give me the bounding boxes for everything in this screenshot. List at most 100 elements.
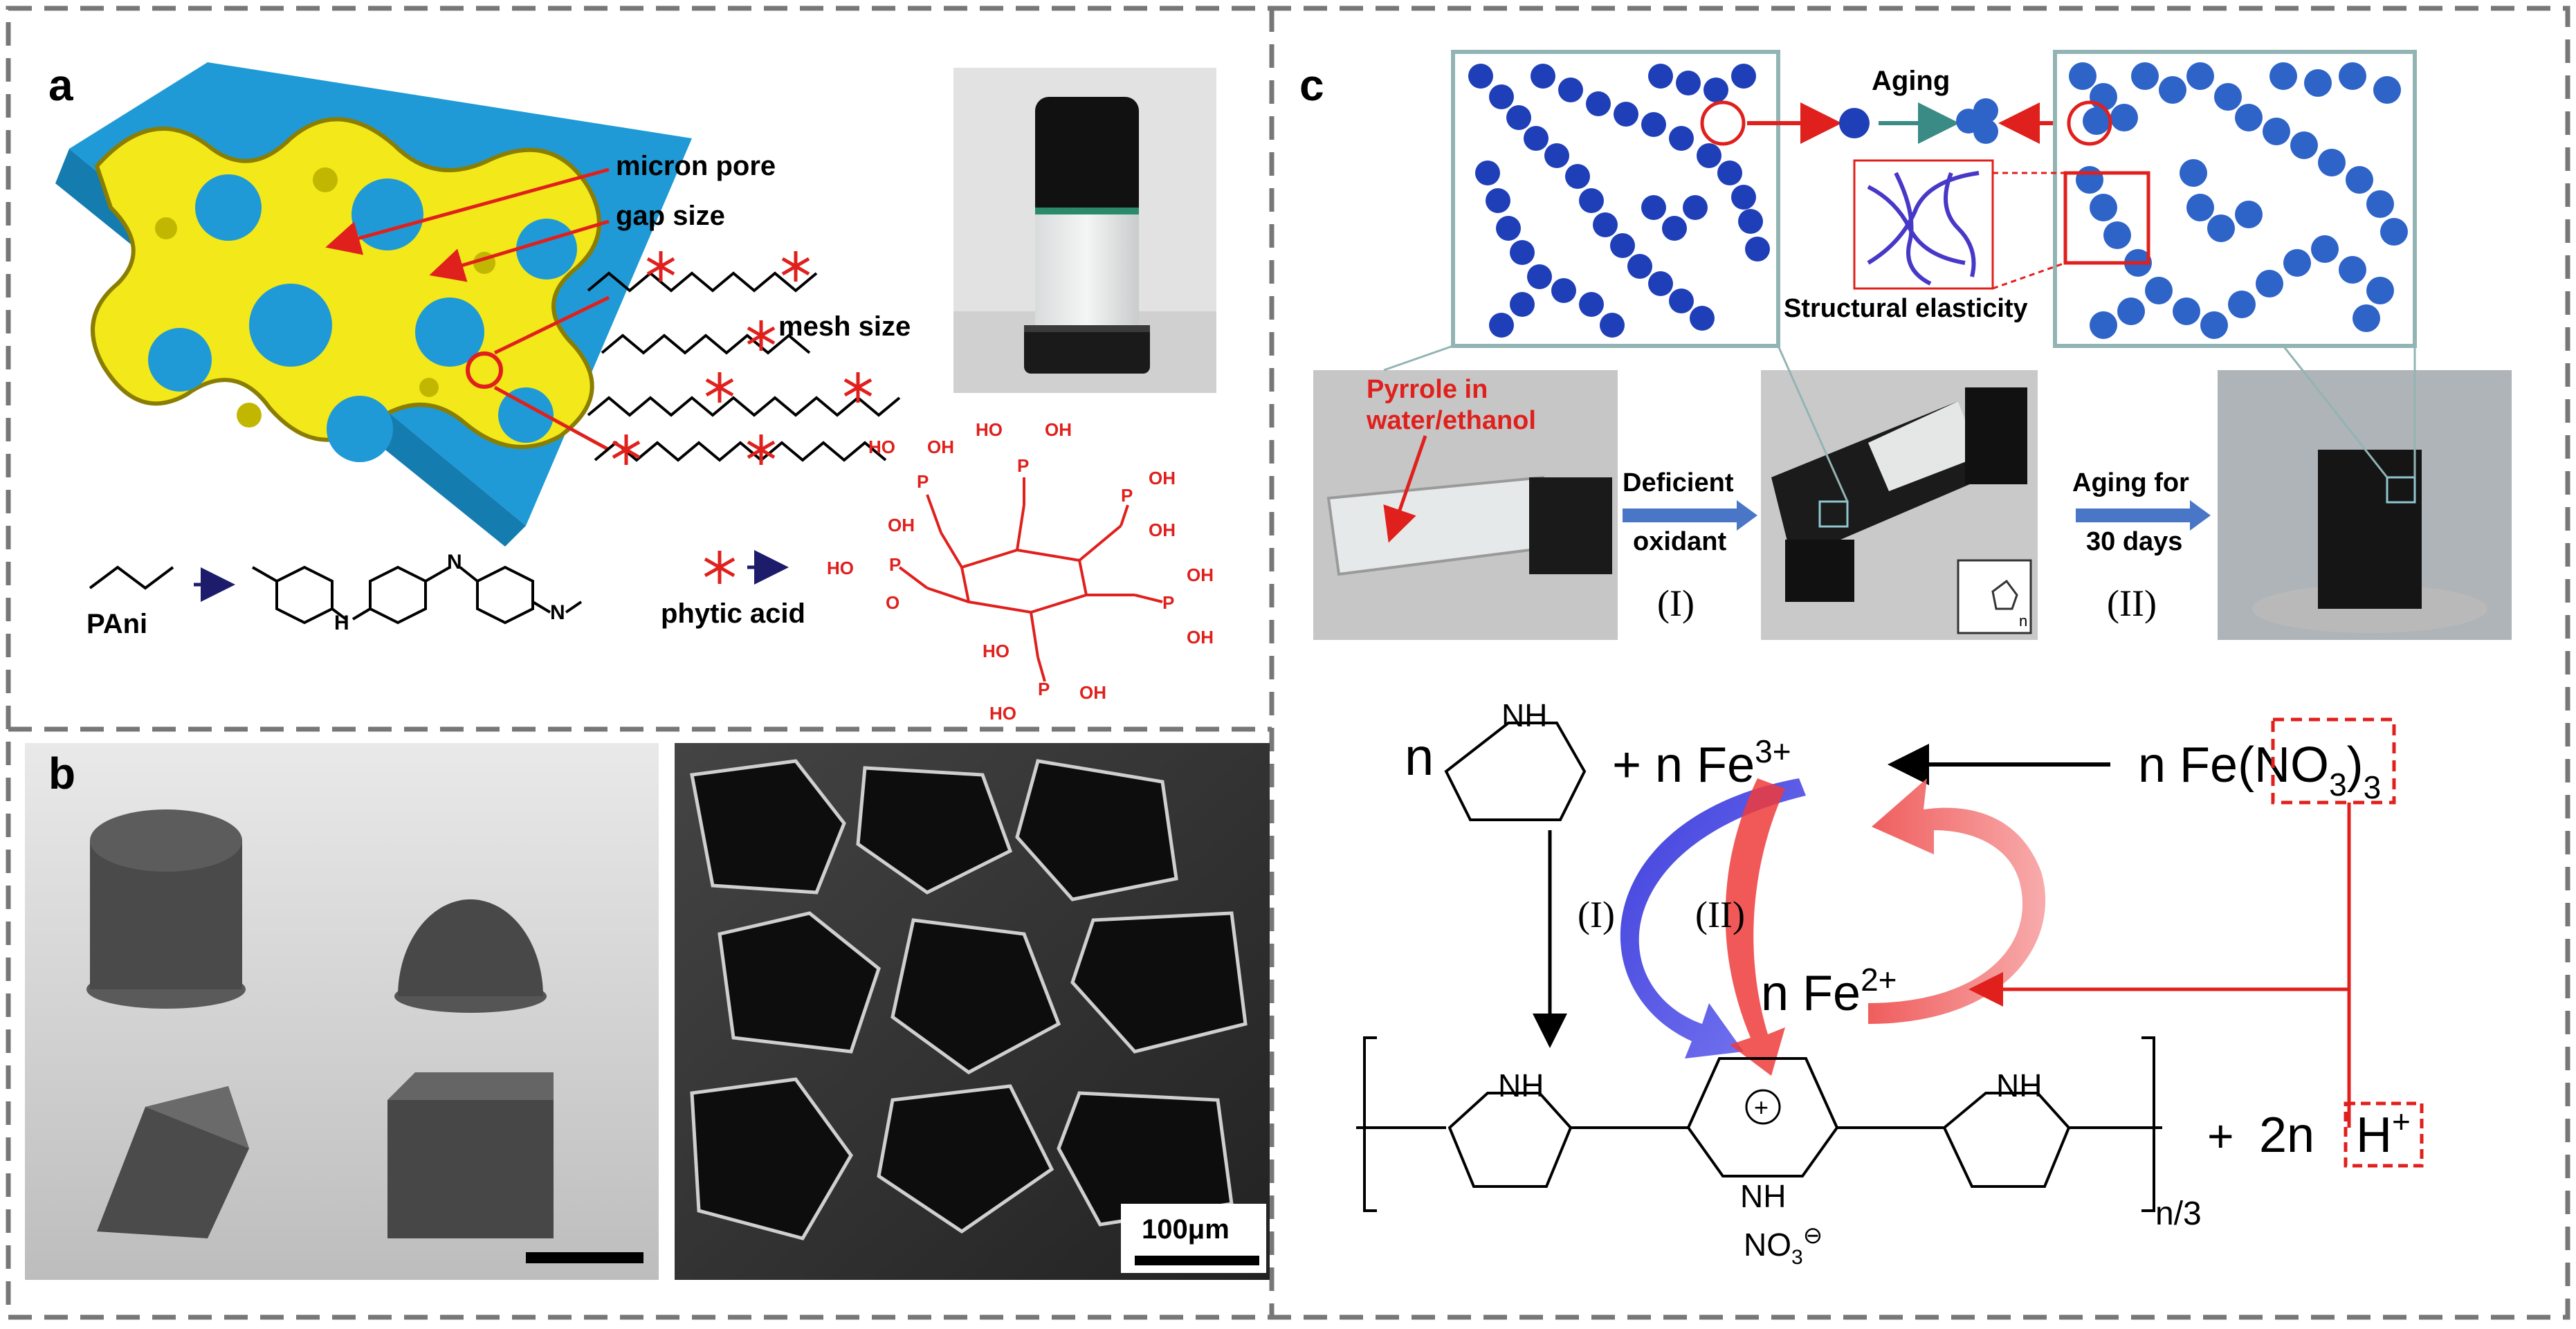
network-right-zoom-box: [2063, 171, 2150, 265]
label-step-2: (II): [2107, 583, 2157, 624]
phytic-o-1: O: [886, 592, 899, 613]
network-left-highlight: [1700, 100, 1746, 146]
elasticity-chains: [1867, 171, 1980, 286]
arrow-label-i: (I): [1578, 894, 1615, 935]
nitrate-counterion: NO3⊖: [1744, 1222, 1823, 1269]
gel-zoom-marker-1: [1818, 500, 1849, 528]
phytic-star-legend: [704, 551, 736, 584]
repeat-n-over-3: n/3: [2155, 1195, 2202, 1232]
arrow-label-ii: (II): [1695, 894, 1745, 935]
pyrrole-unit-3: [1942, 1092, 2071, 1188]
phytic-oh-4: OH: [1149, 520, 1176, 540]
arrow-step-2: [2076, 500, 2211, 531]
label-pyrrole-line2: water/ethanol: [1366, 406, 1536, 435]
unit2-nh: NH: [1740, 1178, 1786, 1214]
unit1-nh: NH: [1498, 1067, 1544, 1103]
pani-imine-n: N: [447, 551, 462, 574]
phytic-oh-5: OH: [888, 515, 915, 535]
label-structural-elasticity: Structural elasticity: [1784, 294, 2028, 323]
phytic-p-3: P: [1121, 485, 1133, 506]
label-gap-size: gap size: [616, 201, 725, 231]
phytic-oh-1: OH: [927, 437, 954, 457]
panel-a-letter: a: [48, 60, 73, 110]
pani-structure: [89, 565, 583, 625]
network-left-beads: [1468, 64, 1770, 338]
gel-shapes: [86, 809, 554, 1238]
bracket-left: [1363, 1036, 1377, 1212]
label-aging-for: Aging for: [2072, 468, 2189, 497]
crosslink-stars: [612, 251, 873, 465]
proton: H+: [2356, 1103, 2411, 1163]
two-n: 2n: [2259, 1108, 2314, 1163]
elasticity-inset: [1853, 159, 1994, 290]
phytic-oh-8: OH: [1079, 682, 1106, 703]
curved-arrow-red: [1725, 778, 1785, 1076]
arrow-step-1: [1623, 500, 1757, 531]
label-oxidant: oxidant: [1633, 527, 1726, 556]
label-phytic-acid: phytic acid: [661, 598, 805, 629]
label-pani: PAni: [86, 609, 147, 639]
curved-arrow-pink: [1868, 778, 2046, 1024]
mesh-highlight-circle: [466, 351, 503, 389]
pyrrole-nh: NH: [1501, 697, 1547, 733]
sem-scalebar: [1135, 1256, 1259, 1265]
phytic-oh-3: OH: [1149, 468, 1176, 488]
sem-scalebar-label: 100μm: [1142, 1214, 1230, 1245]
plus-n-fe3: + n Fe3+: [1612, 733, 1791, 793]
proton-highlight-box: [2344, 1101, 2424, 1168]
phytic-p-6: P: [1038, 679, 1050, 699]
phytic-labels: HO OH P HO OH P OH P OH OH HO P O P OH O…: [827, 419, 1214, 724]
panel-b-letter: b: [48, 749, 75, 798]
cation-sign: +: [1754, 1093, 1769, 1121]
label-mesh-size: mesh size: [778, 311, 911, 342]
gel-zoom-marker-2: [2386, 476, 2416, 504]
label-pyrrole-line1: Pyrrole in: [1367, 375, 1488, 404]
nitrate-highlight-box: [2271, 717, 2396, 805]
iron-nitrate: n Fe(NO3)3: [2138, 737, 2381, 805]
label-step-1: (I): [1657, 583, 1695, 624]
pyrrole-unit-1: [1447, 1092, 1573, 1188]
panel-b: b 100μm: [25, 743, 1270, 1280]
phytic-ho-3: HO: [827, 558, 854, 578]
unit3-nh: NH: [1996, 1067, 2042, 1103]
label-micron-pore: micron pore: [616, 151, 776, 181]
curved-arrow-blue: [1620, 778, 1806, 1058]
phytic-acid-structure: [898, 477, 1163, 682]
panel-borders: [6, 6, 2570, 1320]
reactant-n: n: [1405, 728, 1434, 787]
panel-c-letter: c: [1299, 60, 1324, 110]
reaction-scheme: n NH + n Fe3+ n Fe(NO3)3 (I) (II) n Fe2+…: [1356, 697, 2424, 1269]
network-right-highlight: [2067, 100, 2112, 146]
phytic-oh-6: OH: [1187, 565, 1214, 585]
label-deficient: Deficient: [1623, 468, 1734, 497]
merged-beads: [1956, 98, 1998, 144]
pani-nh-h: H: [334, 612, 349, 634]
label-30-days: 30 days: [2086, 527, 2182, 556]
phytic-p-5: P: [1162, 592, 1174, 613]
phytic-ho-2: HO: [976, 419, 1003, 440]
phytic-p-4: P: [889, 554, 901, 575]
bracket-right: [2141, 1036, 2155, 1212]
plus-sign: +: [2207, 1110, 2234, 1162]
phytic-p-1: P: [917, 471, 929, 492]
cation-circle: [1745, 1089, 1781, 1125]
phytic-ho-4: HO: [983, 641, 1010, 661]
fe2-product: n Fe2+: [1761, 962, 1897, 1021]
pyrrole-ring: [1444, 722, 1587, 821]
pani-imine-n2: N: [550, 601, 565, 624]
single-bead: [1839, 108, 1870, 138]
vial-photo: [953, 68, 1216, 393]
label-aging: Aging: [1872, 66, 1950, 96]
phytic-oh-7: OH: [1187, 627, 1214, 648]
phytic-p-2: P: [1017, 455, 1029, 476]
panel-a: a micr: [48, 60, 1216, 724]
scalebar-photo: [526, 1252, 643, 1263]
phytic-ho-5: HO: [989, 703, 1016, 724]
phytic-oh-2: OH: [1045, 419, 1072, 440]
polymer-mesh: [587, 271, 901, 462]
panel-c: c Aging: [1299, 50, 2512, 1269]
phytic-ho-1: HO: [868, 437, 895, 457]
label-polymer-n: n: [2019, 612, 2027, 630]
